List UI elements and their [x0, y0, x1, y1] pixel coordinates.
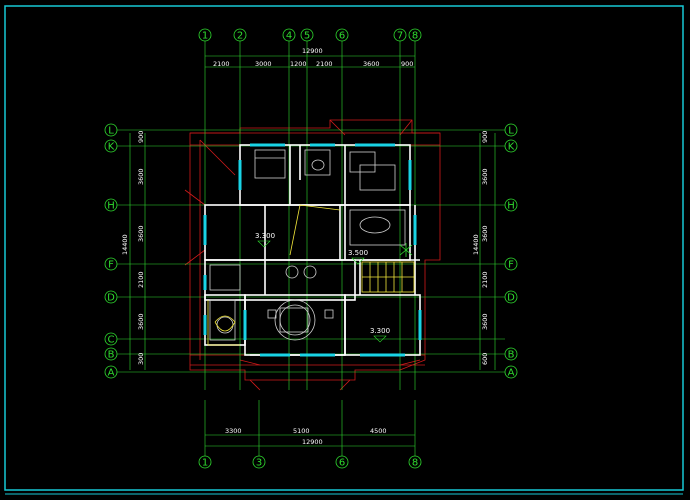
svg-text:5: 5	[304, 31, 310, 42]
svg-text:6: 6	[339, 31, 345, 42]
right-dimensions	[479, 133, 496, 370]
axis-bubble-left-L: L	[104, 123, 118, 137]
top-dim-4: 2100	[316, 60, 333, 68]
axis-bubble-bottom-6: 6	[335, 455, 349, 469]
svg-text:3: 3	[256, 458, 262, 469]
svg-text:F: F	[108, 260, 114, 271]
level-markers: 3.300 3.500 3.300	[255, 232, 390, 343]
svg-text:L: L	[508, 126, 514, 137]
left-dim-2: 3600	[137, 168, 145, 185]
svg-text:D: D	[507, 293, 515, 304]
axis-bubble-top-1: 1	[198, 28, 212, 42]
svg-text:1: 1	[202, 458, 208, 469]
svg-text:A: A	[508, 368, 515, 379]
svg-text:K: K	[108, 142, 115, 153]
axis-bubble-left-D: D	[104, 290, 118, 304]
svg-text:C: C	[108, 335, 115, 346]
left-dim-3: 3600	[137, 225, 145, 242]
axis-bubble-top-2: 2	[233, 28, 247, 42]
axis-bubble-right-B: B	[504, 347, 518, 361]
roof-outline	[184, 119, 441, 391]
bottom-dim-2: 5100	[293, 427, 310, 435]
axis-bubble-bottom-8: 8	[408, 455, 422, 469]
axis-bubble-right-H: H	[504, 198, 518, 212]
axis-grid	[117, 41, 505, 456]
furniture	[209, 149, 406, 341]
bottom-total-dimension: 12900	[302, 438, 323, 446]
axis-bubble-right-D: D	[504, 290, 518, 304]
svg-text:8: 8	[412, 458, 418, 469]
axis-bubble-top-6: 6	[335, 28, 349, 42]
axis-bubble-bottom-1: 1	[198, 455, 212, 469]
top-dim-1: 2100	[213, 60, 230, 68]
drawing-frame	[4, 5, 684, 491]
right-total-dimension: 14400	[472, 234, 480, 255]
walls	[204, 144, 421, 356]
left-dim-4: 2100	[137, 271, 145, 288]
right-dim-6: 600	[481, 353, 489, 365]
bottom-dim-3: 4500	[370, 427, 387, 435]
top-dim-2: 3000	[255, 60, 272, 68]
svg-text:2: 2	[237, 31, 243, 42]
axis-bubble-right-L: L	[504, 123, 518, 137]
left-dimensions	[129, 133, 146, 370]
axis-bubble-right-A: A	[504, 365, 518, 379]
axis-bubble-top-5: 5	[300, 28, 314, 42]
axis-bubble-left-A: A	[104, 365, 118, 379]
right-dim-5: 3600	[481, 313, 489, 330]
right-dim-1: 900	[481, 131, 489, 143]
bottom-dim-1: 3300	[225, 427, 242, 435]
axis-bubble-right-K: K	[504, 139, 518, 153]
svg-text:A: A	[108, 368, 115, 379]
left-dim-6: 300	[137, 353, 145, 365]
bottom-dimensions	[205, 434, 415, 447]
svg-text:K: K	[508, 142, 515, 153]
svg-text:6: 6	[339, 458, 345, 469]
svg-text:D: D	[107, 293, 115, 304]
top-dimensions	[205, 55, 415, 68]
axis-bubble-top-7: 7	[393, 28, 407, 42]
svg-text:7: 7	[397, 31, 403, 42]
axis-bubble-top-4: 4	[282, 28, 296, 42]
axis-bubble-left-H: H	[104, 198, 118, 212]
axis-bubble-bottom-3: 3	[252, 455, 266, 469]
top-dim-5: 3600	[363, 60, 380, 68]
top-total-dimension: 12900	[302, 47, 323, 55]
svg-text:B: B	[508, 350, 515, 361]
axis-bubble-left-B: B	[104, 347, 118, 361]
level-mark-3: 3.300	[370, 327, 390, 335]
windows	[203, 143, 422, 357]
plant-icon	[399, 243, 413, 257]
right-dim-3: 3600	[481, 225, 489, 242]
axis-bubble-left-F: F	[104, 257, 118, 271]
top-dim-6: 900	[401, 60, 413, 68]
svg-text:F: F	[508, 260, 514, 271]
svg-text:1: 1	[202, 31, 208, 42]
svg-text:4: 4	[286, 31, 292, 42]
right-dim-4: 2100	[481, 271, 489, 288]
axis-bubble-left-K: K	[104, 139, 118, 153]
left-dim-5: 3600	[137, 313, 145, 330]
level-mark-1: 3.300	[255, 232, 275, 240]
axis-bubble-left-C: C	[104, 332, 118, 346]
left-total-dimension: 14400	[121, 234, 129, 255]
axis-bubble-right-F: F	[504, 257, 518, 271]
axis-bubble-top-8: 8	[408, 28, 422, 42]
svg-text:8: 8	[412, 31, 418, 42]
svg-text:H: H	[107, 201, 115, 212]
svg-text:L: L	[108, 126, 114, 137]
level-mark-2: 3.500	[348, 249, 368, 257]
svg-text:B: B	[108, 350, 115, 361]
top-dim-3: 1200	[290, 60, 307, 68]
left-dim-1: 900	[137, 131, 145, 143]
svg-text:H: H	[507, 201, 515, 212]
right-dim-2: 3600	[481, 168, 489, 185]
staircase	[207, 204, 415, 346]
